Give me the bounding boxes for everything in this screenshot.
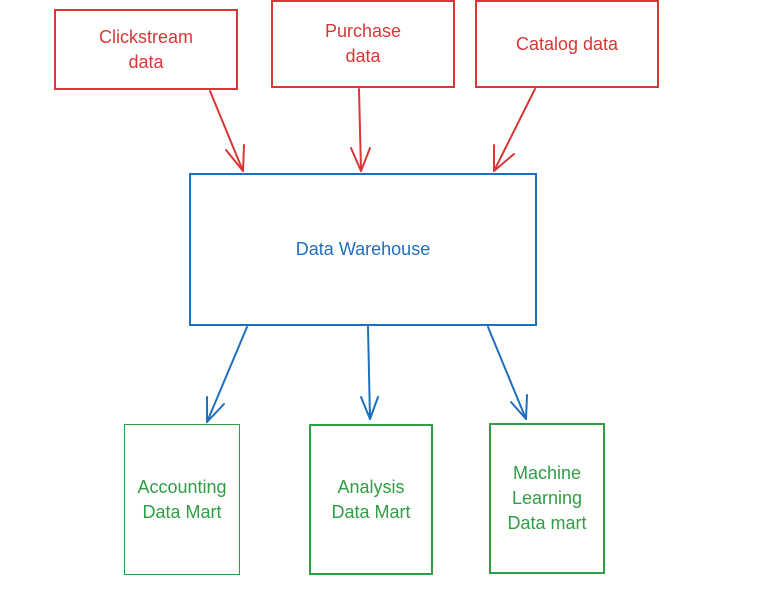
edge-catalog-to-warehouse xyxy=(493,88,536,172)
node-purchase-label: Purchase data xyxy=(324,21,402,66)
node-purchase-data[interactable]: Purchase data xyxy=(271,0,455,88)
node-clickstream-label: Clickstream data xyxy=(98,26,193,72)
edge-warehouse-to-analysis xyxy=(360,326,379,420)
node-accounting-data-mart[interactable]: Accounting Data Mart xyxy=(124,424,240,575)
edge-clickstream-to-warehouse xyxy=(209,90,245,172)
node-clickstream-data[interactable]: Clickstream data xyxy=(54,9,238,90)
edge-warehouse-to-accounting xyxy=(206,326,248,423)
node-catalog-label: Catalog data xyxy=(515,33,619,54)
node-ml-label: Machine Learning Data mart xyxy=(507,463,587,533)
node-analysis-data-mart[interactable]: Analysis Data Mart xyxy=(309,424,433,575)
edge-purchase-to-warehouse xyxy=(350,88,371,172)
node-data-warehouse[interactable]: Data Warehouse xyxy=(189,173,537,326)
node-ml-data-mart[interactable]: Machine Learning Data mart xyxy=(489,423,605,574)
node-data-warehouse-label: Data Warehouse xyxy=(295,239,431,259)
node-catalog-data[interactable]: Catalog data xyxy=(475,0,659,88)
node-analysis-label: Analysis Data Mart xyxy=(331,476,411,522)
edge-warehouse-to-ml xyxy=(487,326,528,420)
node-accounting-label: Accounting Data Mart xyxy=(137,476,227,522)
